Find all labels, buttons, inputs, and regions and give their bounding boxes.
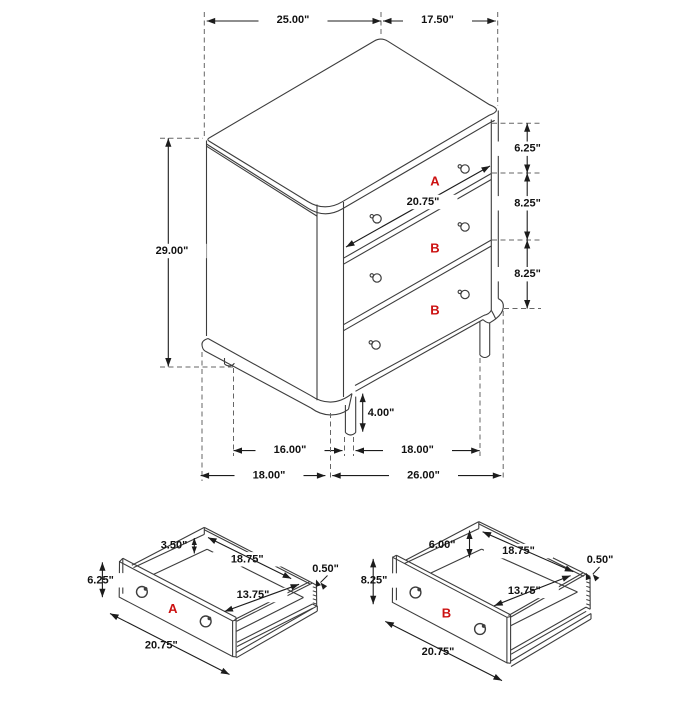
svg-text:16.00": 16.00" [274, 444, 307, 456]
svg-text:13.75": 13.75" [237, 589, 270, 601]
svg-text:3.50": 3.50" [161, 540, 188, 552]
svg-text:13.75": 13.75" [508, 585, 541, 597]
svg-text:6.25": 6.25" [514, 143, 541, 155]
svg-text:17.50": 17.50" [421, 14, 454, 26]
svg-text:18.00": 18.00" [401, 444, 434, 456]
svg-text:B: B [430, 241, 439, 256]
svg-text:20.75": 20.75" [407, 196, 440, 208]
svg-text:18.75": 18.75" [231, 553, 264, 565]
svg-text:8.25": 8.25" [361, 575, 388, 587]
svg-text:4.00": 4.00" [368, 407, 395, 419]
svg-text:25.00": 25.00" [277, 14, 310, 26]
svg-text:8.25": 8.25" [514, 197, 541, 209]
svg-text:18.75": 18.75" [502, 545, 535, 557]
svg-text:B: B [430, 303, 439, 318]
svg-text:26.00": 26.00" [407, 469, 440, 481]
svg-text:0.50": 0.50" [587, 554, 614, 566]
svg-text:6.25": 6.25" [87, 574, 114, 586]
svg-text:B: B [442, 606, 451, 621]
svg-text:6.00": 6.00" [429, 539, 456, 551]
svg-text:A: A [168, 601, 178, 616]
svg-text:0.50": 0.50" [312, 563, 339, 575]
svg-text:A: A [430, 174, 440, 189]
svg-text:29.00": 29.00" [156, 245, 189, 257]
svg-text:18.00": 18.00" [253, 469, 286, 481]
svg-text:8.25": 8.25" [514, 268, 541, 280]
